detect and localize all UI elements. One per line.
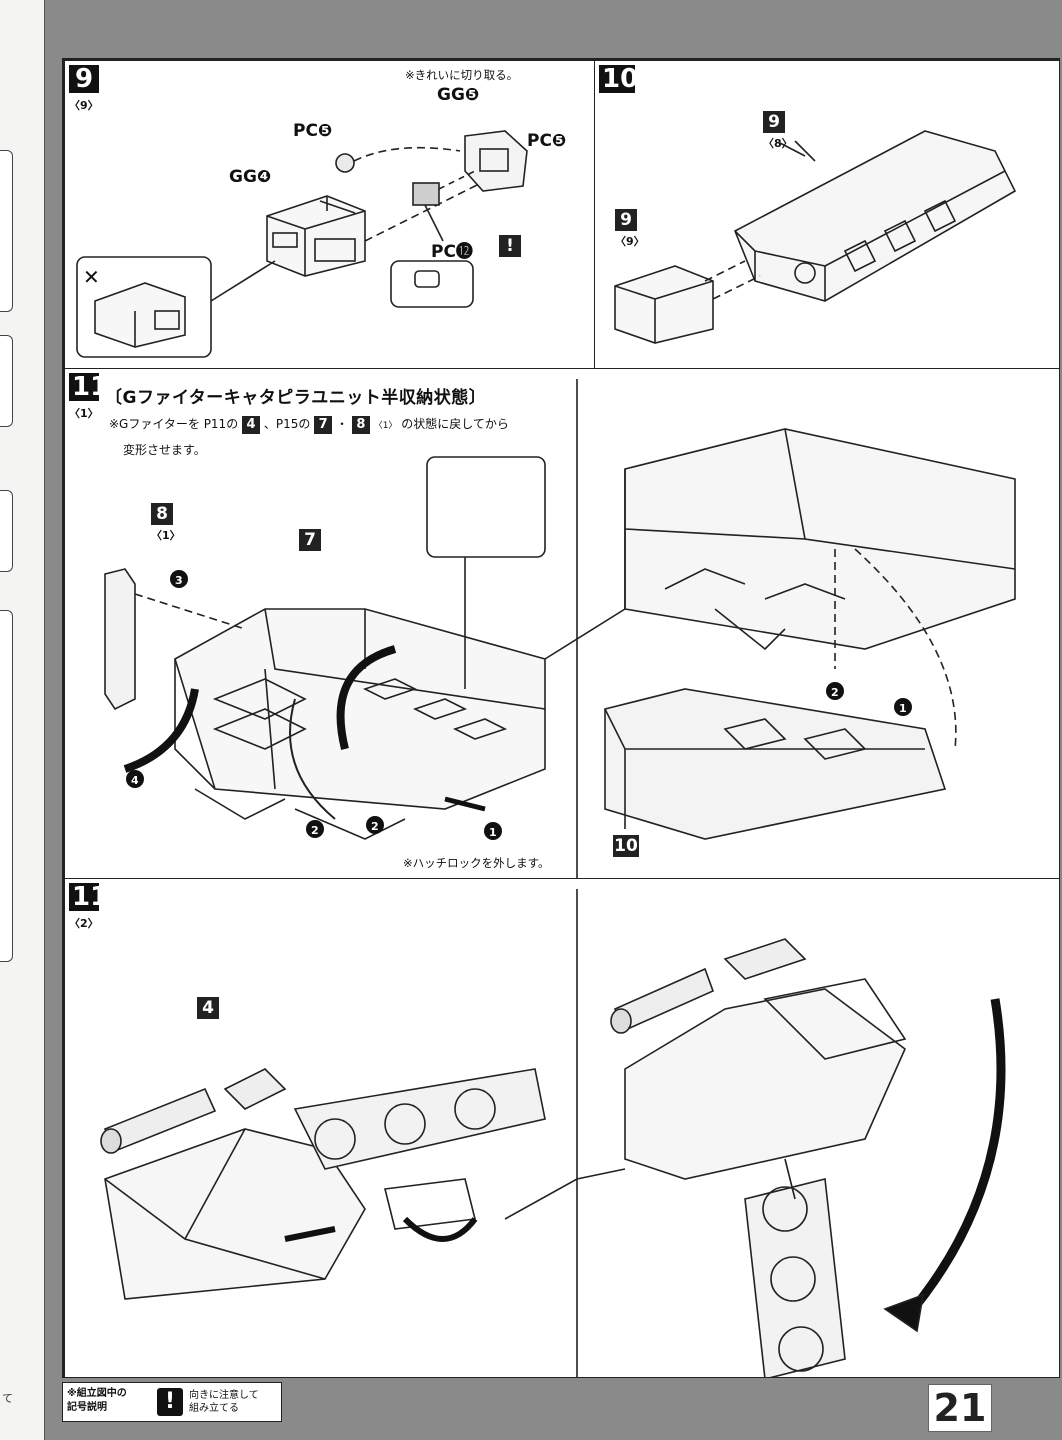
- wrong-mark-icon: ✕: [83, 265, 100, 289]
- step-10-panel: 10 9 〈8〉 9 〈9〉: [594, 60, 1060, 370]
- step-11-1-substep: 〈1〉: [69, 407, 99, 420]
- part-box-8-sub: 〈1〉: [151, 529, 181, 542]
- page-number: 21: [928, 1384, 992, 1432]
- svg-text:2: 2: [311, 824, 319, 837]
- step-10-illustration: [614, 130, 1017, 344]
- legend-text: 向きに注意して 組み立てる: [189, 1390, 259, 1414]
- part-label-pc12: PC⓬: [431, 242, 473, 262]
- step-9-substep: 〈9〉: [69, 99, 99, 112]
- instruction-sheet: 9 〈9〉 ※きれいに切り取る。 GG❺ PC❺ PC❺ GG❹ PC⓬ ! ✕…: [62, 58, 1060, 1378]
- ref-9-9-sub: 〈9〉: [615, 235, 645, 248]
- step-9-panel: 9 〈9〉 ※きれいに切り取る。 GG❺ PC❺ PC❺ GG❹ PC⓬ ! ✕…: [64, 60, 596, 370]
- step-11-2-substep: 〈2〉: [69, 917, 99, 930]
- warning-icon: !: [157, 1388, 183, 1416]
- step-11-1-panel: 11 〈1〉 〔Gファイターキャタピラユニット半収納状態〕 ※Gファイターを P…: [64, 368, 1060, 880]
- prev-page-frame: [0, 490, 13, 572]
- svg-text:2: 2: [371, 820, 379, 833]
- step-11-2-illustration: [100, 889, 1006, 1377]
- symbol-legend: ※組立図中の 記号説明 ! 向きに注意して 組み立てる: [62, 1382, 282, 1422]
- step-11-1-title: 〔Gファイターキャタピラユニット半収納状態〕: [105, 388, 487, 408]
- step-10-number: 10: [599, 65, 638, 93]
- svg-text:2: 2: [831, 686, 839, 699]
- legend-caption: ※組立図中の 記号説明: [67, 1388, 127, 1413]
- step-11-1-illustration: 3 4 2 2 1 2 1: [104, 379, 1016, 879]
- ref-box-8-sub: 〈1〉: [373, 421, 398, 431]
- step-9-cut-note: ※きれいに切り取る。: [405, 68, 519, 82]
- ref-9-9-box: 9: [615, 209, 637, 231]
- part-label-gg5: GG❺: [437, 85, 480, 105]
- step-9-number: 9: [69, 65, 99, 93]
- step-11-2-panel: 11 〈2〉 4: [64, 878, 1060, 1378]
- part-label-gg4: GG❹: [229, 167, 272, 187]
- step-11-1-instruction-line2: 変形させます。: [123, 443, 206, 457]
- ref-9-8-sub: 〈8〉: [763, 137, 793, 150]
- part-box-10: 10: [613, 835, 639, 857]
- prev-page-frame: [0, 335, 13, 427]
- step-11-1-instruction: ※Gファイターを P11の 4 、P15の 7 ・ 8 〈1〉 の状態に戻してか…: [109, 416, 509, 434]
- svg-text:3: 3: [175, 574, 183, 587]
- part-box-4: 4: [197, 997, 219, 1019]
- part-label-pc5-left: PC❺: [293, 121, 333, 141]
- part-label-pc5-right: PC❺: [527, 131, 567, 151]
- part-box-8: 8: [151, 503, 173, 525]
- svg-text:1: 1: [489, 826, 497, 839]
- prev-page-frame: [0, 150, 13, 312]
- prev-page-text: て: [2, 1392, 13, 1405]
- svg-text:4: 4: [131, 774, 139, 787]
- part-box-7: 7: [299, 529, 321, 551]
- ref-box-7: 7: [314, 416, 333, 434]
- warning-icon: !: [499, 235, 521, 257]
- hatch-lock-note: ※ハッチロックを外します。: [403, 856, 550, 870]
- step-11-1-number: 11: [69, 373, 108, 401]
- ref-9-8-box: 9: [763, 111, 785, 133]
- previous-page-edge: て: [0, 0, 45, 1440]
- ref-box-4: 4: [242, 416, 261, 434]
- svg-text:1: 1: [899, 702, 907, 715]
- prev-page-frame: [0, 610, 13, 962]
- step-9-illustration: [76, 130, 528, 358]
- ref-box-8: 8: [351, 416, 370, 434]
